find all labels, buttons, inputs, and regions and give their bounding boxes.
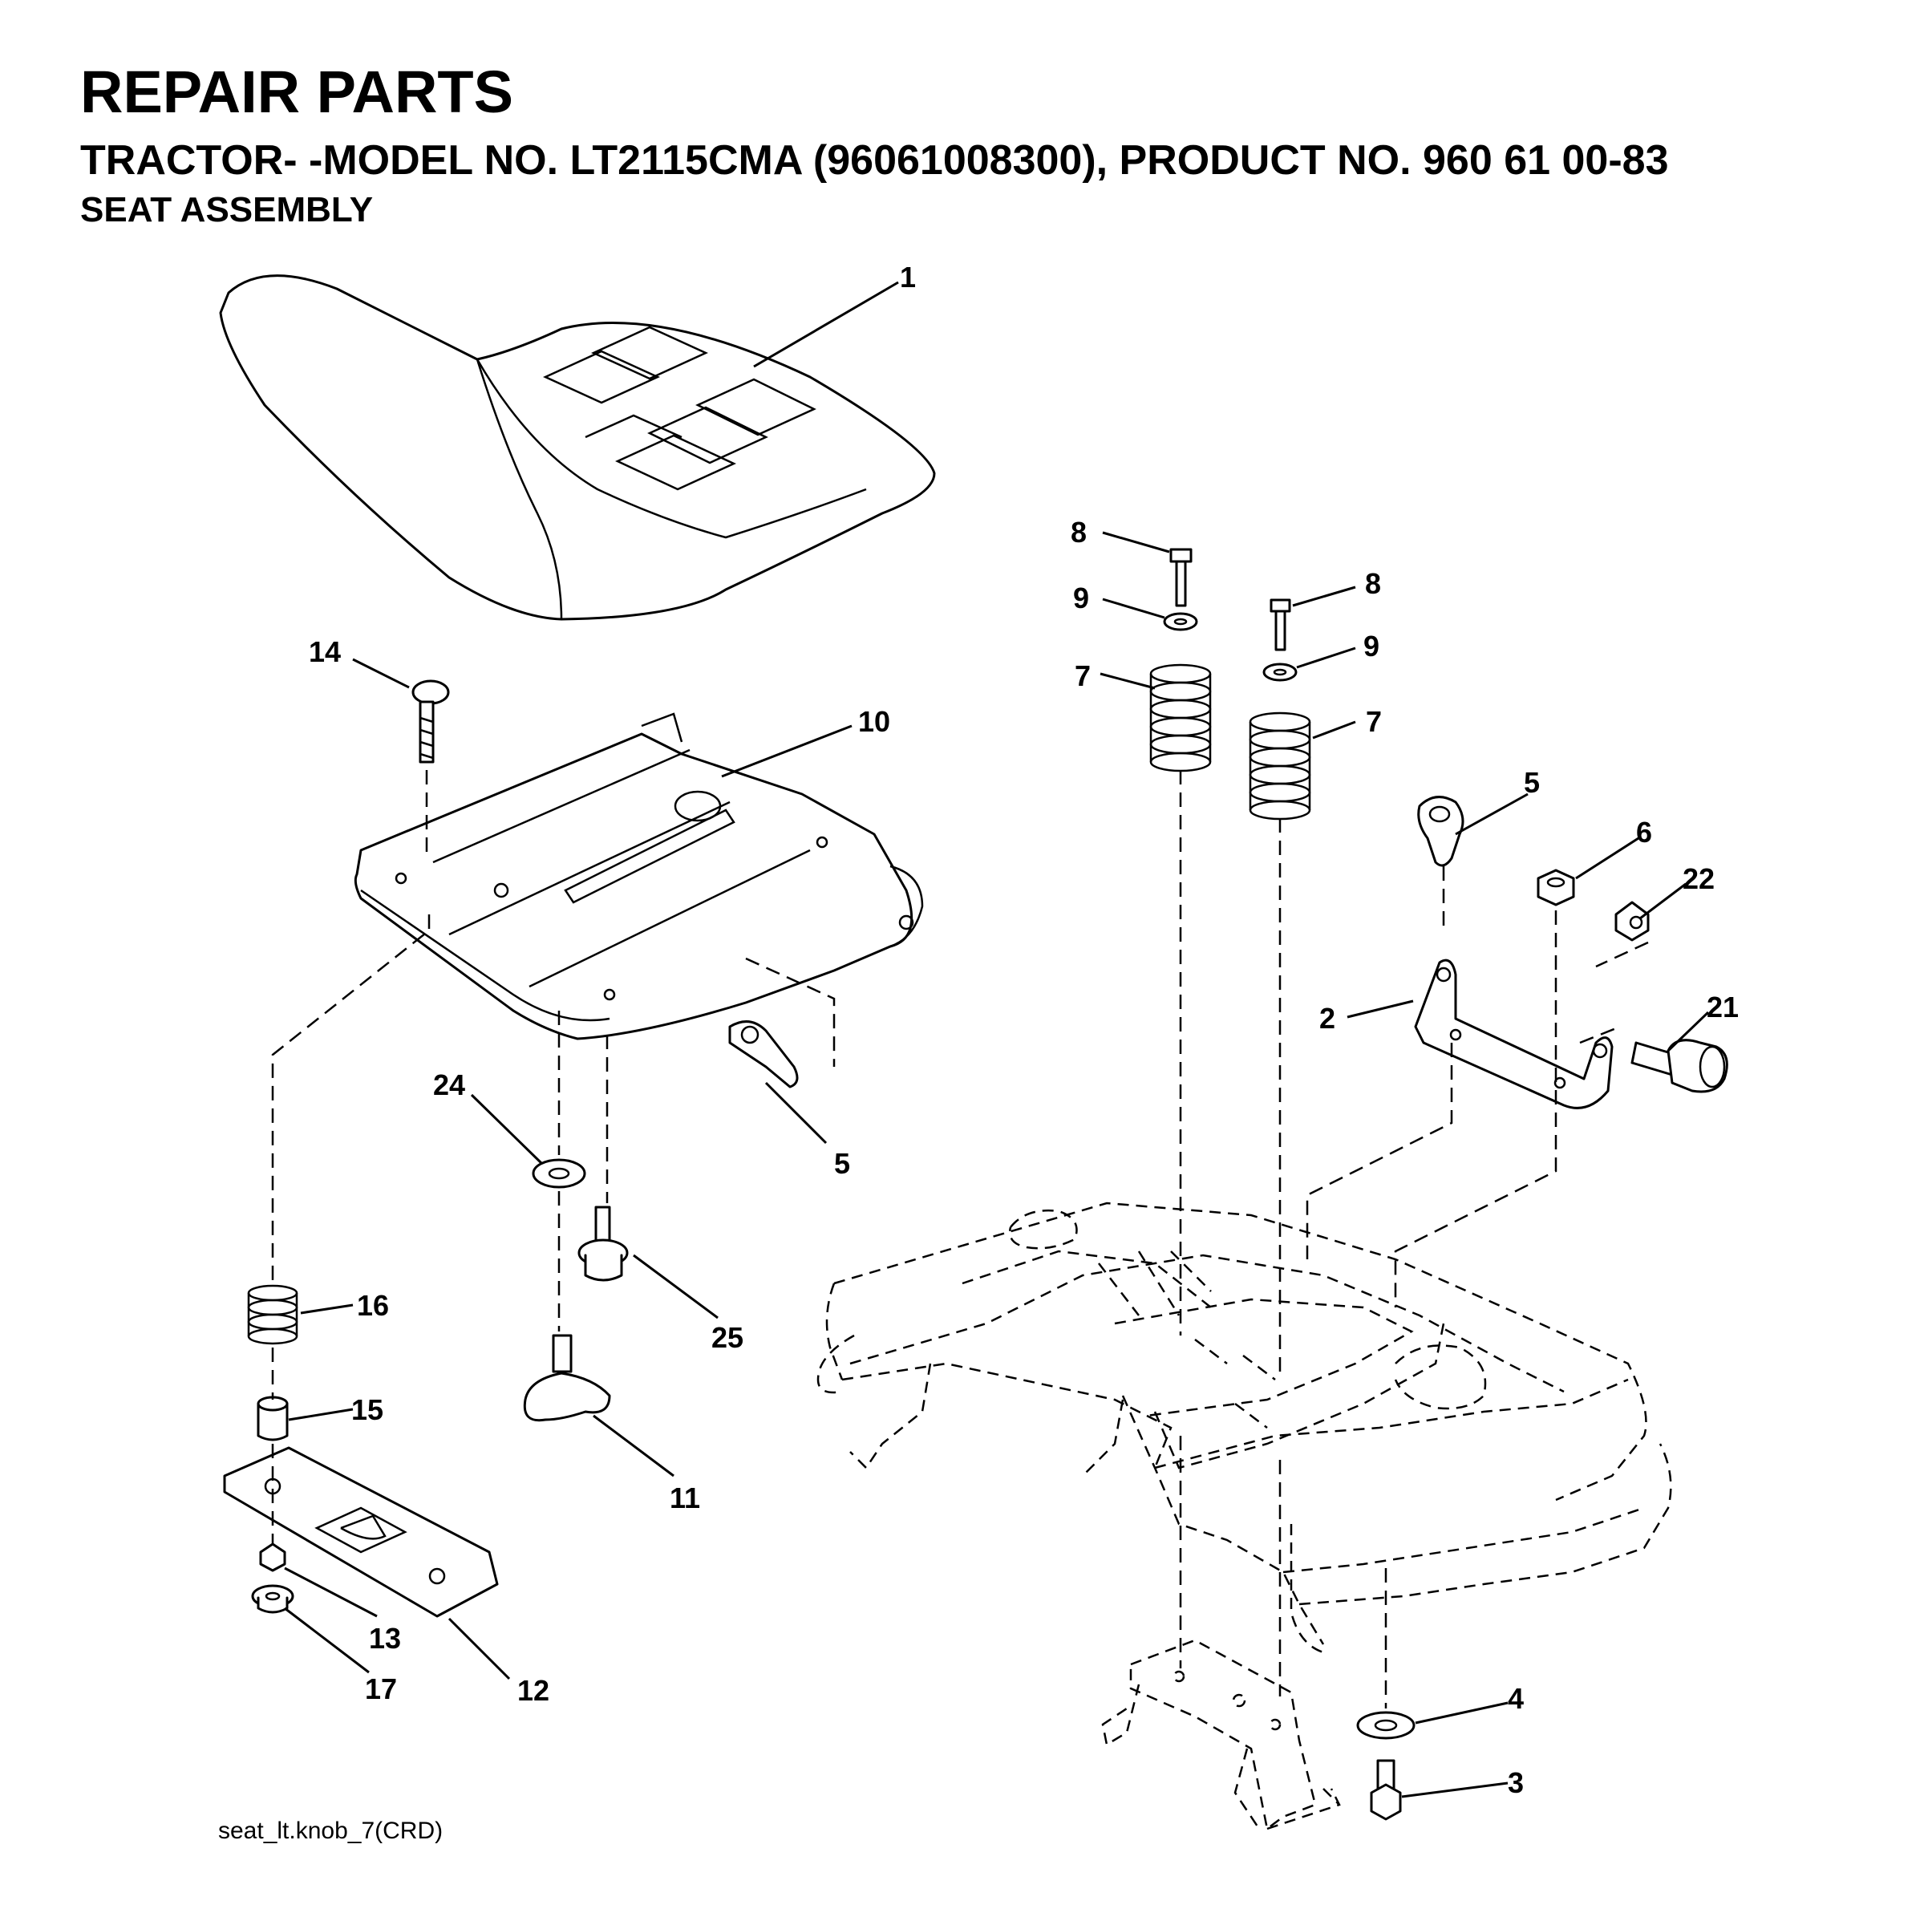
callout-11: 11	[670, 1481, 700, 1514]
washer-24-part	[532, 1158, 586, 1189]
callout-15: 15	[351, 1393, 383, 1426]
tractor-body-outline	[816, 1202, 1672, 1831]
spacer-part	[257, 1396, 289, 1441]
nut-13-part	[259, 1542, 286, 1572]
callout-13: 13	[369, 1622, 401, 1655]
spring-7-left-part	[1149, 663, 1212, 772]
callout-7-right: 7	[1366, 705, 1382, 738]
callout-3: 3	[1508, 1766, 1524, 1799]
callout-7-left: 7	[1075, 659, 1091, 692]
callout-22: 22	[1683, 862, 1715, 895]
page-title: REPAIR PARTS	[80, 59, 513, 125]
nut-6-part	[1537, 869, 1575, 906]
washer-9-right-part	[1262, 663, 1298, 682]
leader-lines	[284, 281, 1710, 1798]
seat-pan-part	[354, 712, 924, 1040]
callout-labels: 1 14 10 24 5 25 16 15 11 13 12 17 8 9 7 …	[309, 261, 1739, 1799]
callout-16: 16	[357, 1289, 389, 1322]
callout-10: 10	[858, 705, 890, 738]
callout-8-left: 8	[1071, 516, 1087, 549]
bracket-part	[1414, 959, 1614, 1109]
callout-6: 6	[1636, 816, 1652, 849]
clip-part-right	[1417, 796, 1464, 867]
nut-22-part	[1614, 901, 1650, 942]
assembly-lines	[271, 770, 1649, 1708]
callout-9-right: 9	[1363, 630, 1379, 663]
callout-24: 24	[433, 1068, 465, 1101]
bolt-8-right-part	[1270, 598, 1291, 651]
callout-25: 25	[711, 1321, 743, 1354]
spring-7-right-part	[1249, 711, 1311, 821]
callout-17: 17	[365, 1672, 397, 1705]
callout-12: 12	[517, 1674, 549, 1707]
knob-part	[523, 1334, 611, 1422]
shoulder-bolt-part	[577, 1206, 629, 1282]
callout-1: 1	[900, 261, 916, 294]
callout-2: 2	[1319, 1002, 1335, 1035]
seat-part	[219, 274, 936, 621]
washer-4-part	[1356, 1711, 1416, 1740]
callout-4: 4	[1508, 1682, 1524, 1715]
callout-9-left: 9	[1073, 582, 1089, 614]
callout-5-left: 5	[834, 1147, 850, 1180]
bolt-8-left-part	[1169, 548, 1193, 607]
bolt-3-part	[1370, 1759, 1402, 1821]
nut-17-part	[251, 1584, 294, 1614]
callout-21: 21	[1707, 991, 1739, 1023]
clip-part-left	[728, 1020, 799, 1088]
model-line: TRACTOR- -MODEL NO. LT2115CMA (960610083…	[80, 137, 1669, 184]
callout-14: 14	[309, 635, 341, 668]
callout-5-right: 5	[1524, 766, 1540, 799]
callout-8-right: 8	[1365, 567, 1381, 600]
file-reference: seat_lt.knob_7(CRD)	[218, 1818, 444, 1844]
washer-9-left-part	[1163, 612, 1198, 631]
section-title: SEAT ASSEMBLY	[80, 190, 374, 229]
shoulder-bolt-21-part	[1630, 1039, 1728, 1093]
spring-16-part	[247, 1284, 298, 1345]
carriage-bolt-part	[411, 679, 450, 764]
